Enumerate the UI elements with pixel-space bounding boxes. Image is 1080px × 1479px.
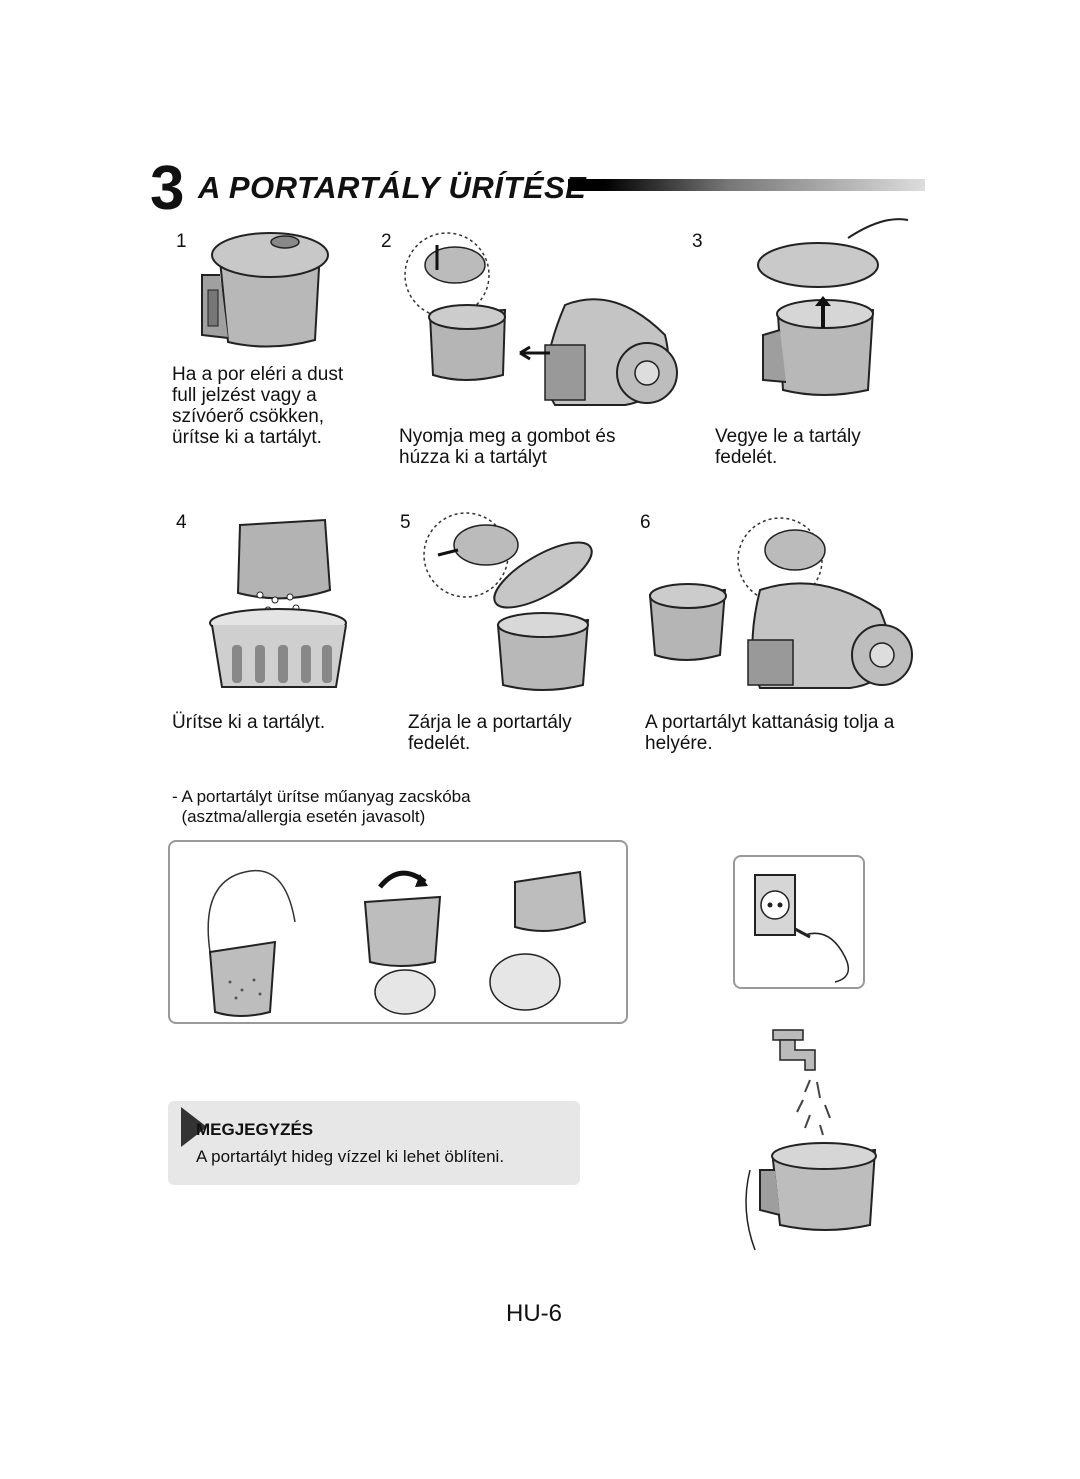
lid-close-icon xyxy=(423,512,593,691)
plastic-bag-icon xyxy=(207,869,587,1017)
note-title: MEGJEGYZÉS xyxy=(196,1120,314,1139)
step-6-number: 6 xyxy=(640,512,651,533)
step-2-number: 2 xyxy=(381,231,392,252)
empty-bin-icon xyxy=(209,518,347,688)
water-rinse-icon xyxy=(745,1029,877,1251)
note-box xyxy=(168,1101,580,1185)
vacuum-release-icon xyxy=(404,232,678,406)
note-arrow-icon xyxy=(181,1107,207,1147)
section-number: 3 xyxy=(150,154,185,223)
step-1-number: 1 xyxy=(176,231,187,252)
step-2-caption: Nyomja meg a gombot és húzza ki a tartál… xyxy=(399,426,616,468)
note-text: A portartályt hideg vízzel ki lehet öblí… xyxy=(196,1147,505,1166)
power-plug-icon xyxy=(754,874,850,983)
unplug-panel xyxy=(733,855,865,989)
step-3-caption: Vegye le a tartály fedelét. xyxy=(715,426,861,468)
step-4-number: 4 xyxy=(176,512,187,533)
step-5-number: 5 xyxy=(400,512,411,533)
section-title: A PORTARTÁLY ÜRÍTÉSE xyxy=(198,170,587,205)
step-5-caption: Zárja le a portartály fedelét. xyxy=(408,712,572,754)
page-number: HU-6 xyxy=(506,1300,563,1327)
step-1-caption: Ha a por eléri a dust full jelzést vagy … xyxy=(172,364,344,448)
title-gradient-bar xyxy=(568,179,925,191)
step-3-number: 3 xyxy=(692,231,703,252)
container-insert-icon xyxy=(648,517,913,689)
bag-emptying-panel xyxy=(168,840,628,1024)
step-6-caption: A portartályt kattanásig tolja a helyére… xyxy=(645,712,895,754)
dust-container-icon xyxy=(201,232,329,348)
lid-remove-icon xyxy=(757,218,909,396)
step-4-caption: Ürítse ki a tartályt. xyxy=(172,712,326,733)
bag-note: - A portartályt ürítse műanyag zacskóba … xyxy=(172,787,471,826)
